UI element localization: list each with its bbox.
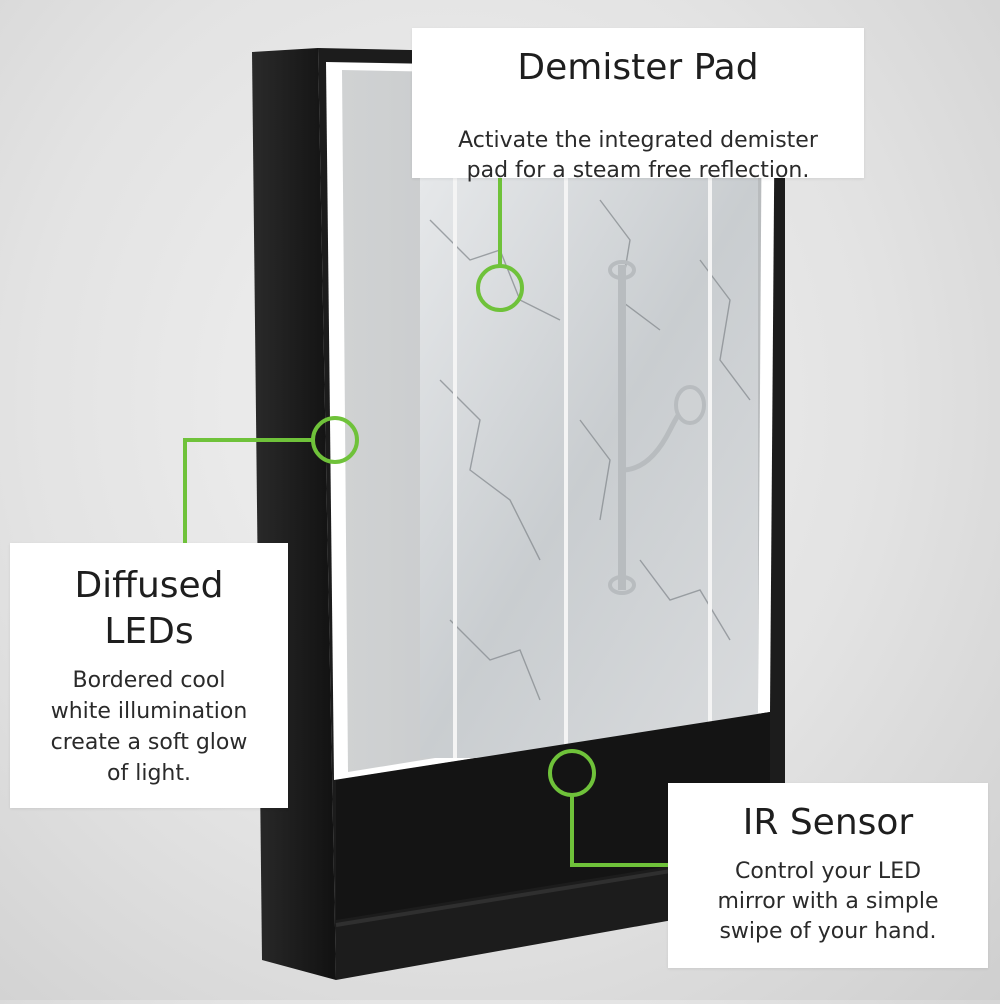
callout-desc-line: Control your LED (734, 859, 922, 884)
cabinet-shelf (336, 712, 770, 920)
callout-demister-pad: Demister Pad Activate the integrated dem… (412, 28, 864, 183)
callout-title-line: LEDs (104, 611, 194, 652)
callout-ir-sensor: IR Sensor Control your LED mirror with a… (668, 783, 988, 968)
callout-diffused-leds: Diffused LEDs Bordered cool white illumi… (10, 543, 288, 808)
callout-desc-line: of light. (107, 761, 191, 786)
callout-description: Control your LED mirror with a simple sw… (674, 857, 982, 947)
callout-title: Diffused LEDs (16, 563, 282, 655)
callout-description: Bordered cool white illumination create … (16, 665, 282, 789)
callout-desc-line: swipe of your hand. (719, 919, 937, 944)
callout-desc-line: white illumination (50, 699, 248, 724)
callout-title: IR Sensor (742, 802, 914, 843)
callout-title: Demister Pad (517, 47, 759, 88)
panel-seams (453, 178, 712, 758)
shower-rail (608, 260, 706, 595)
callout-desc-line: pad for a steam free reflection. (466, 158, 810, 183)
callout-desc-line: Bordered cool (72, 668, 226, 693)
hotspot-demister (476, 178, 524, 312)
callout-desc-line: mirror with a simple (717, 889, 939, 914)
hotspot-ir (548, 749, 668, 867)
callout-title-line: Diffused (74, 565, 224, 606)
marble-reflection (420, 178, 758, 758)
callout-desc-line: Activate the integrated demister (458, 128, 818, 153)
callout-desc-line: create a soft glow (50, 730, 248, 755)
callout-description: Activate the integrated demister pad for… (426, 126, 850, 186)
hotspot-leds (183, 416, 359, 543)
